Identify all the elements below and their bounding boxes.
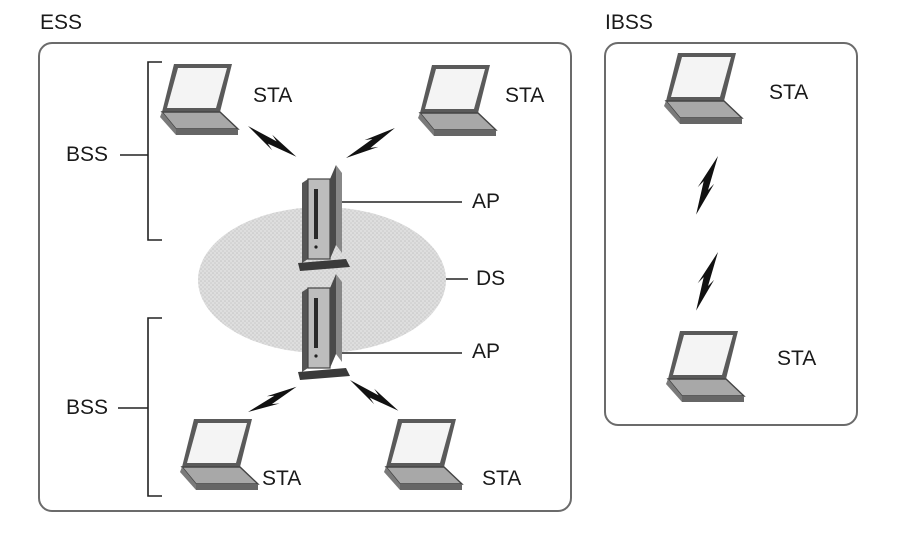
bss-label-bottom: BSS xyxy=(66,396,109,419)
sta-label-ess-top-left: STA xyxy=(253,84,293,107)
ds-cloud xyxy=(198,207,446,353)
ess-title: ESS xyxy=(40,11,83,34)
wireless-link-top-right xyxy=(346,114,395,172)
sta-label-ess-bottom-left: STA xyxy=(262,467,302,490)
wireless-link-bottom-right xyxy=(350,380,399,411)
laptop-ibss-top xyxy=(663,52,743,125)
bss-bracket-top xyxy=(147,61,162,241)
laptop-ibss-bottom xyxy=(665,330,745,403)
sta-label-ess-bottom-right: STA xyxy=(482,467,522,490)
wireless-link-top-left xyxy=(248,126,297,157)
ibss-frame xyxy=(604,42,858,426)
wireless-link-bottom-left xyxy=(248,371,297,427)
ap-label-top: AP xyxy=(472,190,501,213)
sta-label-ess-top-right: STA xyxy=(505,84,545,107)
wireless-link-ibss-lower xyxy=(685,252,729,311)
bss-label-top: BSS xyxy=(66,143,109,166)
laptop-ess-bottom-right xyxy=(383,418,463,491)
laptop-ess-bottom-left xyxy=(179,418,259,491)
sta-label-ibss-bottom: STA xyxy=(777,347,817,370)
laptop-ess-top-right xyxy=(417,64,497,137)
sta-label-ibss-top: STA xyxy=(769,81,809,104)
ibss-title: IBSS xyxy=(605,11,653,34)
laptop-ess-top-left xyxy=(159,63,239,136)
bss-bracket-bottom xyxy=(147,317,162,497)
ds-label: DS xyxy=(476,267,506,290)
ap-label-bottom: AP xyxy=(472,340,501,363)
wireless-link-ibss-upper xyxy=(685,156,729,215)
